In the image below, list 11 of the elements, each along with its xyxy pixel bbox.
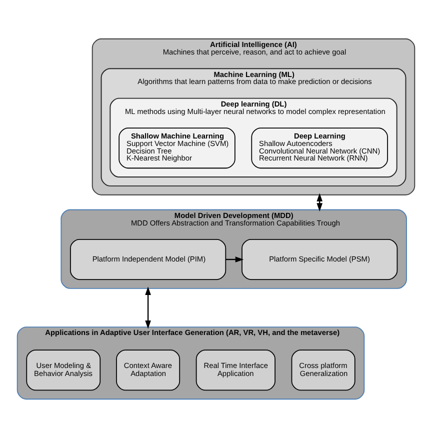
arrow	[226, 256, 244, 262]
arrow	[316, 193, 323, 212]
node-box: User Modeling & Behavior Analysis	[26, 350, 101, 391]
arrow	[145, 286, 151, 329]
node-box: Deep Learning Shallow Autoencoders Convolutional Neural Network (CNN) Recurrent Neural Network (RNN)	[251, 128, 388, 169]
node-box: Context Aware Adaptation	[116, 350, 180, 391]
node-box: Platform Specific Model (PSM)	[242, 238, 398, 280]
node-box: Real Time Interface Application	[196, 350, 276, 391]
node-box: Platform Independent Model (PIM)	[70, 238, 226, 280]
node-box: Cross platform Generalization	[291, 350, 356, 391]
node-box: Shallow Machine Learning Support Vector Machine (SVM) Decision Tree K-Nearest Neighbor	[118, 128, 236, 169]
